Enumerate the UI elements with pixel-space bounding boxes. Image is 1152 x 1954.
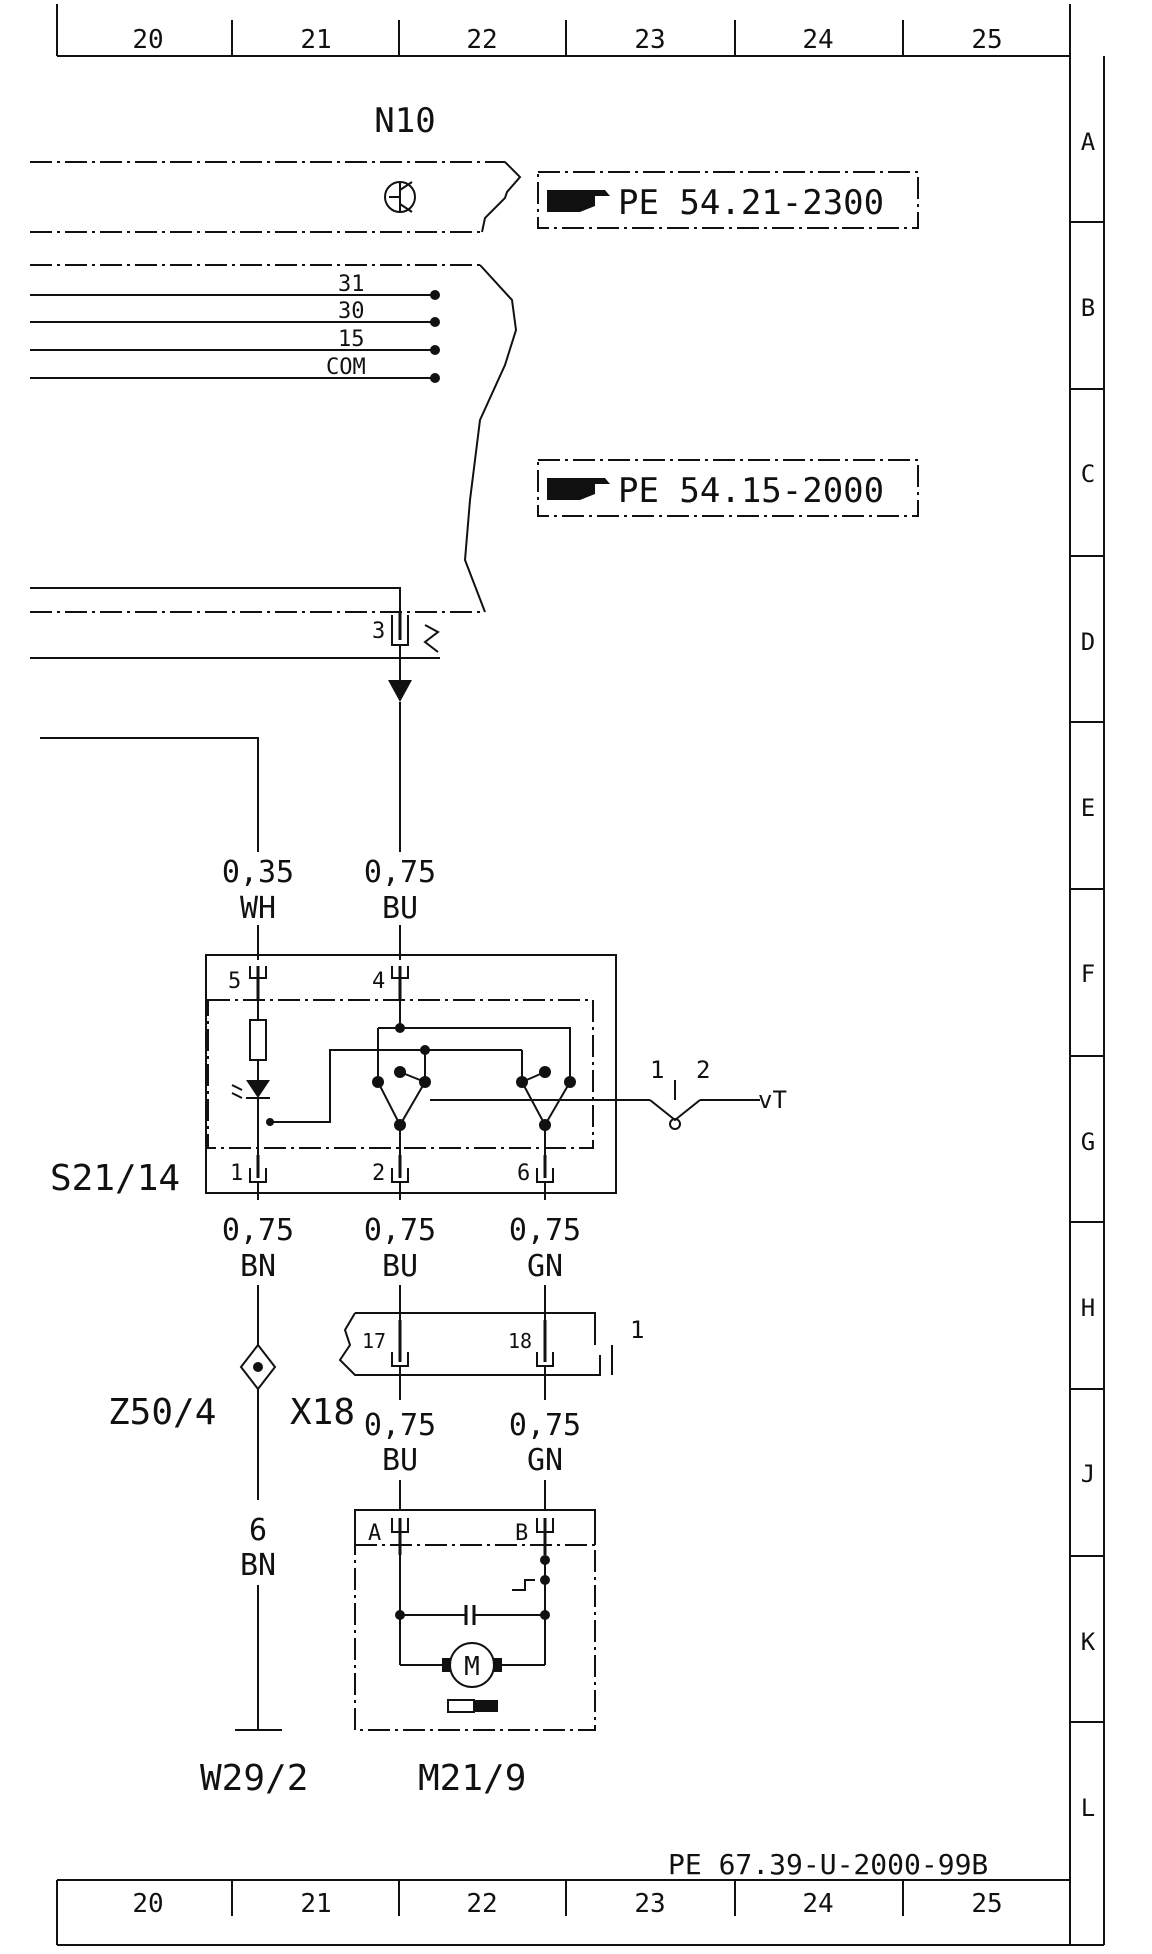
pin-label: 17 [362,1329,386,1353]
wire-size: 0,35 [222,855,294,890]
col-label: 25 [971,1889,1002,1919]
col-label: 20 [132,25,163,55]
actuator-pin: 1 [650,1056,664,1084]
m21-motor: A B M [354,1480,596,1731]
pin-label: 6 [517,1161,530,1186]
pin-label: 3 [372,619,385,644]
pin-label: B [515,1521,528,1546]
row-label: B [1081,294,1095,322]
col-label: 21 [300,25,331,55]
row-label: F [1081,960,1095,988]
wire-size: 0,75 [364,855,436,890]
pin-label: 18 [508,1329,532,1353]
pin-label: 2 [372,1161,385,1186]
bus-label-15: 15 [338,327,365,352]
transistor-icon [384,181,416,213]
row-label: E [1081,794,1095,822]
pointing-hand-icon [547,478,610,500]
row-label: K [1081,1628,1096,1656]
reference-text: PE 54.21-2300 [618,183,884,223]
reference-box-2[interactable]: PE 54.15-2000 [537,459,919,517]
plug-icon [447,1699,498,1713]
wire-size: 0,75 [509,1213,581,1248]
col-label: 20 [132,1889,163,1919]
footer-reference: PE 67.39-U-2000-99B [668,1848,988,1881]
wire-color: GN [527,1443,563,1478]
w29-label: W29/2 [200,1758,308,1799]
ground-symbol [235,1585,282,1731]
col-label: 22 [466,1889,497,1919]
s21-switch: 5 4 [205,925,787,1200]
wire-color: BU [382,1249,418,1284]
col-label: 25 [971,25,1002,55]
wire-color: BU [382,1443,418,1478]
row-label: J [1081,1460,1095,1488]
frame [56,4,1105,1946]
n10-module: N10 [30,101,522,233]
pin-label: A [368,1521,381,1546]
x18-connector: 1 17 18 [338,1285,644,1400]
row-labels: A B C D E F G H J K L [1081,128,1096,1822]
column-labels-bottom: 20 21 22 23 24 25 [132,1889,1002,1919]
z50-splice [239,1285,277,1500]
wire-color: BN [240,1249,276,1284]
wire-size: 0,75 [364,1408,436,1443]
row-label: C [1081,460,1095,488]
pin-label: 1 [230,1161,243,1186]
wire-color: WH [240,891,276,926]
wire-size: 0,75 [364,1213,436,1248]
x18-label: X18 [290,1392,355,1433]
reference-text: PE 54.15-2000 [618,471,884,511]
wire-size: 0,75 [222,1213,294,1248]
pointing-hand-icon [547,190,610,212]
bus-module: 31 30 15 COM [30,264,518,613]
row-label: D [1081,628,1095,656]
z50-label: Z50/4 [108,1392,216,1433]
pin-label: 4 [372,969,385,994]
n10-label: N10 [374,101,435,141]
temperature-label: vT [758,1086,787,1114]
bus-label-31: 31 [338,272,365,297]
row-label: L [1081,1794,1095,1822]
reference-box-1[interactable]: PE 54.21-2300 [537,171,919,229]
wire-size: 6 [249,1513,267,1548]
col-label: 23 [634,1889,665,1919]
col-label: 24 [802,1889,833,1919]
pin-label: 5 [228,969,241,994]
actuator-pin: 2 [696,1056,710,1084]
wire-color: BN [240,1548,276,1583]
m21-label: M21/9 [418,1758,526,1799]
wire-size: 0,75 [509,1408,581,1443]
x18-suffix: 1 [630,1316,644,1344]
col-label: 24 [802,25,833,55]
connector-3: 3 [30,587,440,852]
col-label: 22 [466,25,497,55]
column-labels-top: 20 21 22 23 24 25 [132,25,1002,55]
s21-label: S21/14 [50,1158,180,1199]
wire-color: BU [382,891,418,926]
col-label: 23 [634,25,665,55]
row-label: A [1081,128,1096,156]
row-label: H [1081,1294,1095,1322]
bus-label-30: 30 [338,299,365,324]
bus-label-com: COM [326,355,366,380]
col-label: 21 [300,1889,331,1919]
wire-color: GN [527,1249,563,1284]
led-icon [246,1080,270,1098]
row-label: G [1081,1128,1095,1156]
motor-label: M [464,1652,480,1682]
wh-wire [40,737,259,852]
